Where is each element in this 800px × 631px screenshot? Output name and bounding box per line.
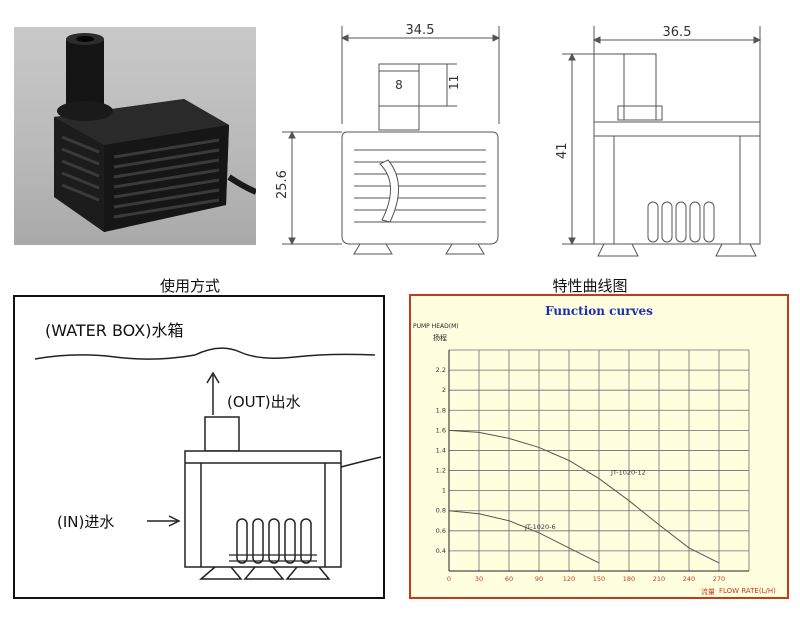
water-box-label: (WATER BOX)水箱 (45, 321, 184, 340)
x-tick-label: 60 (505, 575, 513, 583)
x-axis-label: FLOW RATE(L/H) (719, 587, 776, 595)
y-axis-label: PUMP HEAD(M) (413, 323, 459, 330)
series-label: JT-1020-12 (610, 469, 646, 477)
y-tick-label: 1.4 (436, 446, 446, 454)
outlet-width-label: 8 (395, 78, 403, 92)
y-tick-label: 1.8 (436, 406, 446, 414)
usage-diagram: (WATER BOX)水箱 (OUT)出水 (IN)进水 (13, 295, 385, 599)
out-label: (OUT)出水 (227, 393, 301, 411)
front-view-drawing: 34.5 8 11 25.6 (275, 23, 501, 255)
y-tick-label: 2 (442, 386, 446, 394)
x-tick-label: 210 (653, 575, 665, 583)
y-tick-label: 1.6 (436, 426, 446, 434)
y-tick-label: 0.8 (436, 507, 446, 515)
in-label: (IN)进水 (57, 513, 115, 531)
y-tick-label: 2.2 (436, 366, 446, 374)
x-tick-label: 30 (475, 575, 483, 583)
front-width-label: 34.5 (406, 23, 435, 38)
curves-caption: 特性曲线图 (552, 277, 628, 295)
series-line (448, 510, 600, 564)
x-tick-label: 0 (447, 575, 451, 583)
x-tick-label: 270 (713, 575, 725, 583)
usage-caption: 使用方式 (159, 277, 220, 295)
body-height-label: 25.6 (275, 170, 290, 199)
x-axis-label-cn: 流量 (701, 588, 715, 596)
y-tick-label: 1.2 (436, 467, 446, 475)
side-height-label: 41 (555, 142, 570, 159)
chart-plot: 0 30 60 90 120 150 180 210 240 270 0.4 0.6 0.8 1 1.2 1.… (436, 349, 750, 583)
outlet-height-label: 11 (447, 75, 461, 90)
x-tick-label: 120 (563, 575, 575, 583)
side-width-label: 36.5 (663, 25, 692, 40)
series-line (448, 429, 720, 564)
x-tick-label: 180 (623, 575, 635, 583)
series-label: JT-1020-6 (524, 523, 556, 531)
pump-photo (14, 27, 256, 245)
function-curves-chart: Function curves PUMP HEAD(M) 扬程 流量 FLOW … (409, 294, 789, 599)
x-tick-label: 150 (593, 575, 605, 583)
side-view-drawing: 36.5 41 (555, 25, 762, 257)
y-axis-label-cn: 扬程 (433, 334, 447, 342)
y-tick-label: 0.6 (436, 527, 446, 535)
chart-title: Function curves (545, 304, 653, 318)
y-tick-label: 1 (442, 487, 446, 495)
y-tick-label: 0.4 (436, 547, 446, 555)
x-tick-label: 240 (683, 575, 695, 583)
x-tick-label: 90 (535, 575, 543, 583)
